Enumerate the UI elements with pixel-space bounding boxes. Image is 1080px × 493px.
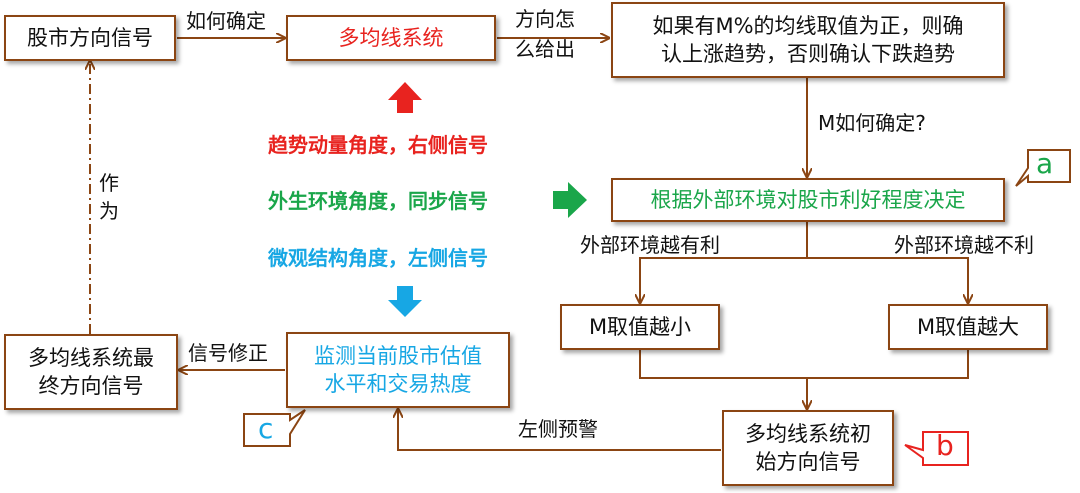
edge-label-how-give-1: 方向怎: [515, 7, 575, 31]
red-up-arrow: [388, 82, 422, 113]
stock-signal-box: 股市方向信号: [4, 15, 176, 61]
perspective-trend: 趋势动量角度，右侧信号: [268, 133, 488, 157]
stock-signal-label: 股市方向信号: [27, 25, 153, 50]
edge-label-how-determine: 如何确定: [186, 9, 266, 33]
green-right-arrow: [553, 182, 587, 218]
rule-line-1: 如果有M%的均线取值为正，则确: [652, 13, 964, 38]
edge-label-favorable: 外部环境越有利: [580, 233, 720, 257]
initial-signal-box: 多均线系统初 始方向信号: [722, 410, 894, 486]
final-line-2: 终方向信号: [38, 374, 144, 398]
m-small-box: M取值越小: [560, 304, 720, 350]
edge-label-signal-correction: 信号修正: [188, 341, 268, 365]
initial-line-2: 始方向信号: [755, 450, 861, 474]
m-large-label: M取值越大: [916, 314, 1020, 339]
edge-env-split: [640, 222, 808, 302]
perspective-exogenous: 外生环境角度，同步信号: [268, 189, 488, 213]
monitor-line-1: 监测当前股市估值: [314, 343, 482, 368]
edge-left-warning: [398, 410, 721, 451]
monitor-box: 监测当前股市估值 水平和交易热度: [286, 332, 510, 408]
edge-env-split-right: [807, 257, 968, 302]
blue-down-arrow: [388, 286, 422, 317]
callout-a-shape: [1015, 149, 1071, 187]
external-env-box: 根据外部环境对股市利好程度决定: [611, 178, 1005, 222]
m-small-label: M取值越小: [588, 314, 692, 339]
external-env-label: 根据外部环境对股市利好程度决定: [650, 187, 966, 212]
edge-label-how-give-2: 么给出: [515, 37, 575, 61]
perspective-micro: 微观结构角度，左侧信号: [268, 246, 488, 270]
rule-line-2: 认上涨趋势，否则确认下跌趋势: [661, 42, 955, 66]
final-line-1: 多均线系统最: [28, 345, 154, 370]
callout-a: a: [1036, 147, 1054, 180]
callout-c-shape: [243, 409, 306, 447]
monitor-line-2: 水平和交易热度: [324, 372, 472, 396]
callout-b: b: [936, 429, 954, 462]
callout-c: c: [258, 412, 274, 445]
edge-label-as-1: 作: [99, 171, 119, 195]
edge-label-as-2: 为: [99, 199, 119, 223]
edge-label-unfavorable: 外部环境越不利: [894, 233, 1034, 257]
final-signal-box: 多均线系统最 终方向信号: [4, 334, 178, 410]
callout-b-shape: [904, 431, 969, 466]
edge-label-m-how: M如何确定?: [818, 111, 926, 135]
initial-line-1: 多均线系统初: [745, 421, 871, 446]
edge-label-left-warning: 左侧预警: [518, 417, 598, 441]
m-large-box: M取值越大: [888, 304, 1048, 350]
ma-system-label: 多均线系统: [338, 25, 444, 50]
rule-box: 如果有M%的均线取值为正，则确 认上涨趋势，否则确认下跌趋势: [611, 2, 1005, 78]
ma-system-box: 多均线系统: [286, 15, 496, 61]
edge-merge: [639, 350, 969, 379]
